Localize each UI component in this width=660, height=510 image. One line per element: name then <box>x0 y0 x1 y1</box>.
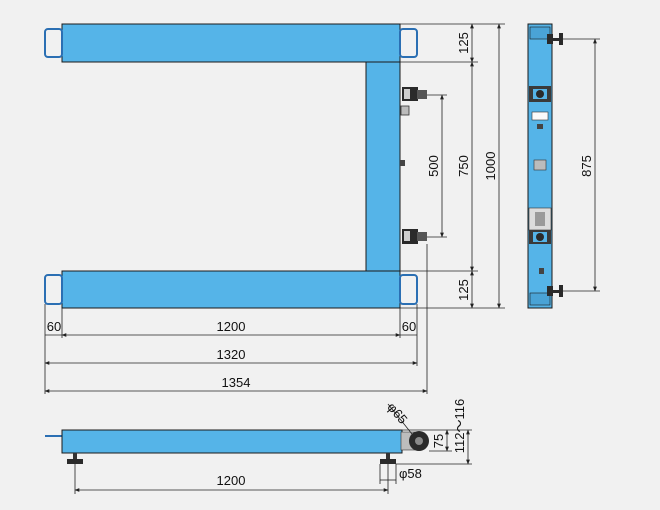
dim-1354: 1354 <box>222 375 251 390</box>
vertical-beam <box>365 61 401 272</box>
extension-lines-right <box>400 23 505 309</box>
dim-1320: 1320 <box>217 347 246 362</box>
dim-750: 750 <box>456 155 471 177</box>
leveling-foot-bottom <box>547 285 563 297</box>
leveling-foot-top <box>547 33 563 45</box>
vertical-dimensions: 500 125 750 125 1000 <box>426 23 501 309</box>
handle-top-right <box>399 28 418 58</box>
dim-phi58: φ58 <box>399 466 422 481</box>
dim-1200-bottom: 1200 <box>217 473 246 488</box>
handle-bottom-right <box>399 274 418 305</box>
caster-lower <box>402 229 427 244</box>
horizontal-dimensions: 60 1200 60 1320 1354 <box>44 319 428 393</box>
top-view: 500 125 750 125 1000 60 1200 60 <box>44 23 505 394</box>
dim-875: 875 <box>579 155 594 177</box>
handle-top-left <box>44 28 63 58</box>
front-foot-left <box>67 453 83 464</box>
side-dimensions: 875 <box>579 38 597 292</box>
bottom-beam <box>61 270 401 309</box>
dim-60-right: 60 <box>402 319 416 334</box>
dim-1000: 1000 <box>483 152 498 181</box>
caster-upper <box>402 87 427 101</box>
side-bracket <box>400 160 405 166</box>
top-beam <box>61 23 401 63</box>
handle-bottom-left <box>44 274 63 305</box>
front-beam <box>61 429 403 454</box>
dim-112-116: 112〜116 <box>452 399 467 453</box>
extension-lines-bottom <box>44 244 428 394</box>
dim-125-bottom: 125 <box>456 279 471 301</box>
dim-125-top: 125 <box>456 32 471 54</box>
front-view: 1200 φ58 φ65 75 112〜116 <box>45 399 472 494</box>
dim-75: 75 <box>431 434 446 448</box>
dim-phi65: φ65 <box>384 400 410 427</box>
front-foot-right <box>380 453 396 464</box>
side-indicator <box>533 159 547 171</box>
connector-box <box>400 105 410 116</box>
dim-60-left: 60 <box>47 319 61 334</box>
side-view: 875 <box>527 23 600 309</box>
front-dimensions: 1200 φ58 φ65 75 112〜116 <box>74 399 470 492</box>
dim-1200-top: 1200 <box>217 319 246 334</box>
dim-500: 500 <box>426 155 441 177</box>
